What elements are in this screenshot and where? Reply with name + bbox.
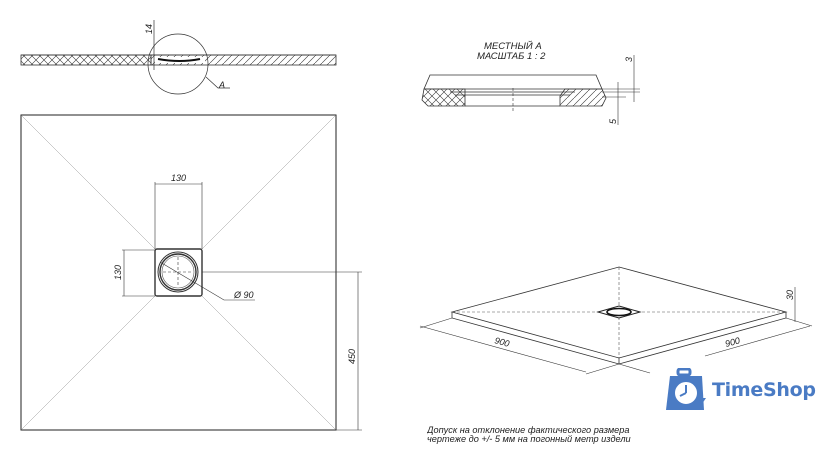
clock-bag-icon xyxy=(666,368,706,410)
detail-title-line1: МЕСТНЫЙ А xyxy=(484,40,542,52)
detail-dim-3: 3 xyxy=(624,57,634,62)
detail-dim-5: 5 xyxy=(608,118,618,124)
drain-height-dim: 130 xyxy=(113,265,123,280)
detail-title-line2: МАСШТАБ 1 : 2 xyxy=(477,51,546,62)
tolerance-note-line2: чертеже до +/- 5 мм на погонный метр изд… xyxy=(427,434,631,444)
plan-view: 130 130 Ø 90 450 xyxy=(20,114,362,431)
callout-label: A xyxy=(218,80,225,90)
thickness-dim: 14 xyxy=(144,24,154,34)
center-offset-dim: 450 xyxy=(347,349,357,364)
iso-length-right-dim: 900 xyxy=(724,335,741,349)
iso-view: 900 900 30 xyxy=(419,266,813,375)
tolerance-note: Допуск на отклонение фактического размер… xyxy=(427,426,655,444)
iso-length-left-dim: 900 xyxy=(493,335,510,349)
drain-diameter-dim: Ø 90 xyxy=(233,290,254,300)
tolerance-note-line1: Допуск на отклонение фактического размер… xyxy=(427,426,630,435)
brand-name: TimeShop xyxy=(712,379,816,401)
timeshop-watermark: TimeShop xyxy=(664,368,816,412)
section-view: 14 A xyxy=(20,20,337,95)
iso-height-dim: 30 xyxy=(785,290,795,300)
drain-width-dim: 130 xyxy=(171,173,186,183)
detail-view: МЕСТНЫЙ А МАСШТАБ 1 : 2 3 5 xyxy=(421,40,640,125)
